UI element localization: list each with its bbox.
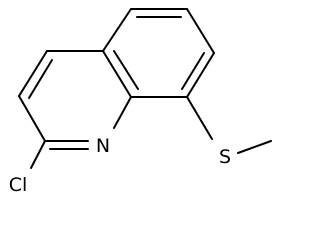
bond-c4a-c5 <box>102 8 132 52</box>
bond-c4-c3 <box>18 50 48 97</box>
chemical-structure-diagram: N S Cl <box>9 8 272 196</box>
bond-c7-c8 <box>186 52 215 98</box>
bond-c7-c8-inner <box>181 52 205 90</box>
nitrogen-label: N <box>96 135 110 157</box>
bond-c8a-c4a <box>102 50 132 98</box>
chlorine-label: Cl <box>9 174 28 196</box>
bond-s-methyl <box>237 140 272 154</box>
bond-c2-cl <box>30 140 46 169</box>
bond-n1-c8a <box>113 96 132 129</box>
bond-c6-c7 <box>186 8 215 54</box>
bond-c8a-c4a-inner <box>113 50 139 90</box>
bond-c4-c3-inner <box>28 59 53 99</box>
bond-c3-c2 <box>18 95 46 142</box>
bond-c8-s <box>186 96 213 140</box>
sulfur-label: S <box>219 146 231 168</box>
